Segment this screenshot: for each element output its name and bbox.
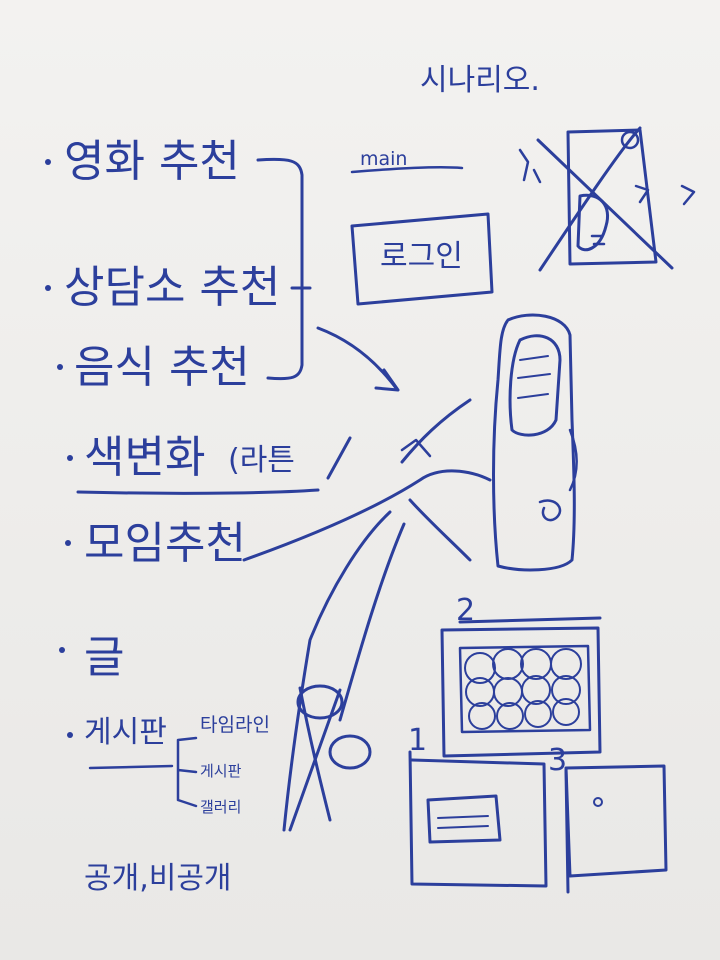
crossed-out-drawing xyxy=(282,510,406,832)
page-title: 시나리오. xyxy=(420,63,540,98)
screen-3-sketch xyxy=(564,764,668,894)
main-label: main xyxy=(360,148,408,170)
phone-sketch xyxy=(492,313,578,572)
screen-2-sketch xyxy=(440,616,602,758)
group-bracket xyxy=(256,157,304,381)
menu-item-color: 색변화 xyxy=(84,432,206,483)
note-slash xyxy=(326,436,352,480)
menu-item-counseling: 상담소 추천 xyxy=(64,262,281,313)
menu-item-food: 음식 추천 xyxy=(74,342,250,393)
list-bullets xyxy=(45,159,73,738)
screen-number-1: 1 xyxy=(408,723,428,758)
screen-1-sketch xyxy=(408,750,548,888)
screen-number-3: 3 xyxy=(548,743,568,778)
visibility-note: 공개,비공개 xyxy=(84,861,232,896)
screen-number-2: 2 xyxy=(456,593,476,628)
board-sub-timeline: 타임라인 xyxy=(200,714,270,736)
main-underline xyxy=(350,165,464,174)
color-note: (라튼 xyxy=(228,443,295,478)
board-tree-lines xyxy=(88,736,198,808)
color-underline xyxy=(76,488,320,495)
login-screen-sketch xyxy=(350,212,494,306)
menu-item-meeting: 모임추천 xyxy=(84,518,246,569)
board-label: 게시판 xyxy=(84,715,167,750)
board-sub-gallery: 갤러리 xyxy=(200,798,242,816)
login-box-label: 로그인 xyxy=(380,239,463,274)
board-sub-board: 게시판 xyxy=(200,762,242,780)
crossed-out-screen xyxy=(518,126,696,272)
flow-arrows xyxy=(242,326,492,562)
menu-item-movie: 영화 추천 xyxy=(64,136,240,187)
writing-heading: 글 xyxy=(84,632,125,683)
